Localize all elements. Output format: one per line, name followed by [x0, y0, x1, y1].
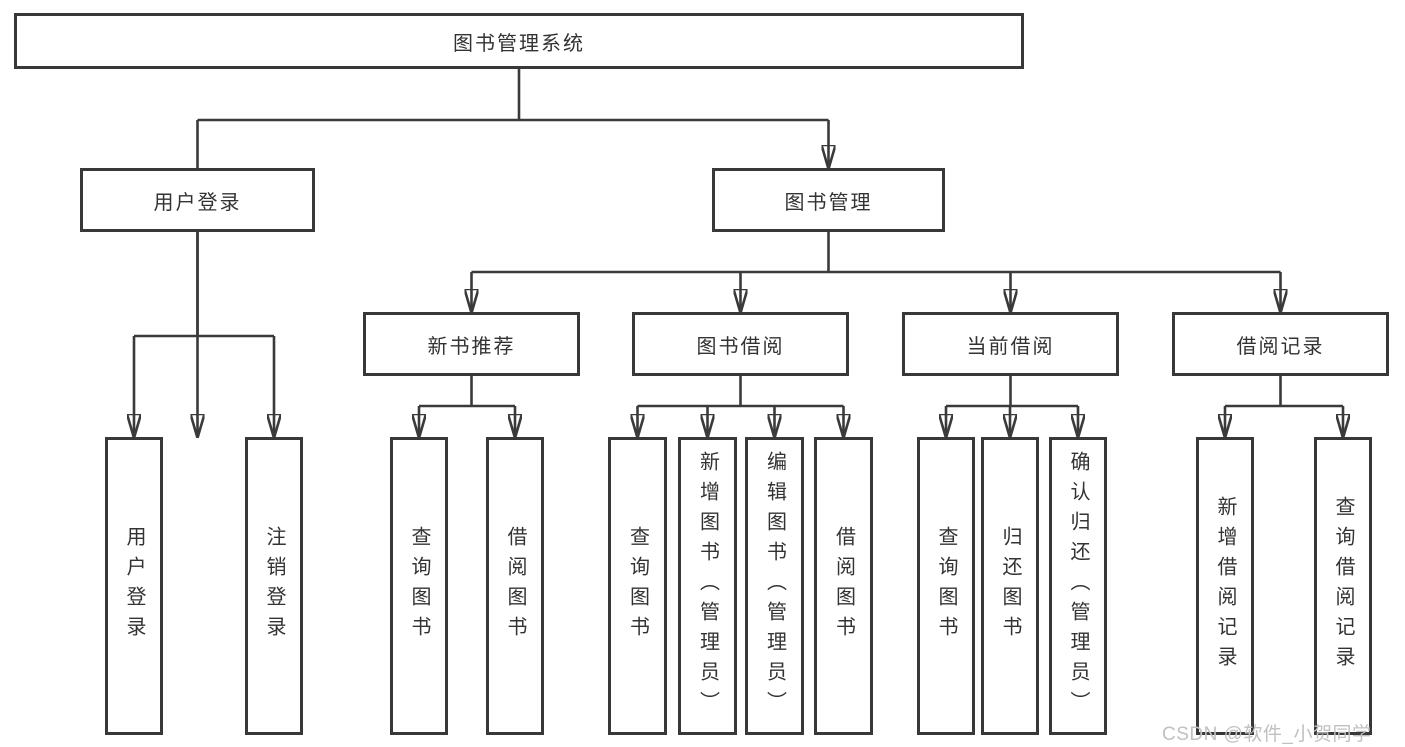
leaf-label: 借阅图书 [832, 526, 855, 646]
leaf-return-books: 归还图书 [981, 437, 1039, 735]
leaf-query-books-current: 查询图书 [917, 437, 975, 735]
leaf-label: 新增图书（管理员） [696, 451, 719, 721]
leaf-label: 查询借阅记录 [1332, 496, 1354, 676]
node-user-login-branch: 用户登录 [80, 168, 315, 232]
leaf-user-login: 用户登录 [105, 437, 163, 735]
leaf-label: 确认归还（管理员） [1067, 451, 1089, 721]
node-label: 新书推荐 [427, 335, 516, 358]
leaf-borrow-books-recommend: 借阅图书 [486, 437, 544, 735]
leaf-label: 查询图书 [626, 526, 649, 646]
leaf-label: 借阅图书 [504, 526, 526, 646]
leaf-label: 查询图书 [935, 526, 957, 646]
node-label: 图书管理 [784, 191, 873, 214]
leaf-edit-books-admin: 编辑图书（管理员） [745, 437, 804, 735]
leaf-label: 归还图书 [999, 526, 1021, 646]
leaf-add-borrow-record: 新增借阅记录 [1196, 437, 1254, 735]
leaf-label: 新增借阅记录 [1214, 496, 1236, 676]
node-book-management-branch: 图书管理 [712, 168, 945, 232]
leaf-confirm-return-admin: 确认归还（管理员） [1049, 437, 1107, 735]
leaf-query-books-borrow: 查询图书 [608, 437, 667, 735]
leaf-label: 查询图书 [408, 526, 430, 646]
leaf-label: 用户登录 [123, 526, 145, 646]
leaf-add-books-admin: 新增图书（管理员） [678, 437, 737, 735]
leaf-label: 编辑图书（管理员） [763, 451, 786, 721]
node-book-borrow: 图书借阅 [632, 312, 849, 376]
node-label: 借阅记录 [1236, 335, 1325, 358]
node-label: 图书借阅 [696, 335, 785, 358]
leaf-query-books-recommend: 查询图书 [390, 437, 448, 735]
leaf-logout: 注销登录 [245, 437, 303, 735]
node-new-book-recommend: 新书推荐 [363, 312, 580, 376]
node-label: 用户登录 [153, 191, 242, 214]
node-root-label: 图书管理系统 [453, 32, 585, 55]
node-borrow-records: 借阅记录 [1172, 312, 1389, 376]
leaf-borrow-books: 借阅图书 [814, 437, 873, 735]
node-current-borrow: 当前借阅 [902, 312, 1119, 376]
csdn-watermark: CSDN @软件_小贺同学 [1162, 724, 1372, 745]
leaf-query-borrow-record: 查询借阅记录 [1314, 437, 1372, 735]
leaf-label: 注销登录 [263, 526, 285, 646]
node-label: 当前借阅 [966, 335, 1055, 358]
node-root: 图书管理系统 [14, 13, 1024, 69]
